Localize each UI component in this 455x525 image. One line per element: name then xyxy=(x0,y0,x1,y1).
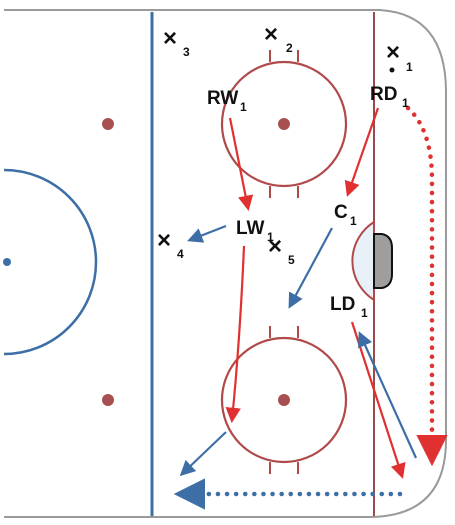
opponent-x4: × 4 xyxy=(157,227,184,261)
goal-crease xyxy=(351,220,375,302)
svg-text:1: 1 xyxy=(350,214,357,228)
lw-path-arrow xyxy=(225,245,246,424)
svg-text:1: 1 xyxy=(240,100,247,114)
faceoff-circle-top xyxy=(220,50,348,198)
svg-text:RW: RW xyxy=(207,88,238,109)
svg-text:×: × xyxy=(163,25,177,52)
svg-text:RD: RD xyxy=(370,84,397,105)
faceoff-circle-bottom xyxy=(220,326,348,474)
svg-text:1: 1 xyxy=(361,306,368,320)
goal-net xyxy=(373,233,393,289)
opponent-x1: × 1 xyxy=(386,39,413,74)
opponent-x5: × 5 xyxy=(268,233,295,267)
pass-to-x4-arrow xyxy=(187,224,227,243)
svg-text:C: C xyxy=(334,202,348,223)
pass-c-arrow xyxy=(288,227,333,309)
pass-bottom-arrow xyxy=(179,431,227,477)
svg-text:3: 3 xyxy=(183,45,190,59)
opponent-x3: × 3 xyxy=(163,25,190,59)
player-lw: LW 1 xyxy=(236,218,274,244)
svg-text:×: × xyxy=(264,21,278,48)
player-ld: LD 1 xyxy=(330,294,368,320)
svg-text:1: 1 xyxy=(267,230,274,244)
svg-text:×: × xyxy=(268,233,282,260)
svg-text:4: 4 xyxy=(177,247,184,261)
pass-ld-return-arrow xyxy=(358,331,418,459)
svg-text:×: × xyxy=(386,39,400,66)
rd-skate-path-dotted xyxy=(405,105,448,467)
rink-boards xyxy=(4,9,447,518)
center-dot xyxy=(3,258,11,266)
center-circle xyxy=(3,168,98,356)
svg-text:2: 2 xyxy=(286,41,293,55)
rd-path-arrow xyxy=(344,107,380,197)
player-c: C 1 xyxy=(334,202,357,228)
neutral-zone-dot-top xyxy=(102,118,114,130)
svg-text:1: 1 xyxy=(406,60,413,74)
opponent-x2: × 2 xyxy=(264,21,293,55)
svg-text:LD: LD xyxy=(330,294,355,315)
rw-path-arrow xyxy=(228,117,254,212)
svg-text:5: 5 xyxy=(288,253,295,267)
svg-text:×: × xyxy=(157,227,171,254)
svg-text:1: 1 xyxy=(402,96,409,110)
svg-text:LW: LW xyxy=(236,218,265,239)
player-rd: RD 1 xyxy=(370,84,409,110)
neutral-zone-dot-bottom xyxy=(102,394,114,406)
player-rw: RW 1 xyxy=(207,88,247,114)
